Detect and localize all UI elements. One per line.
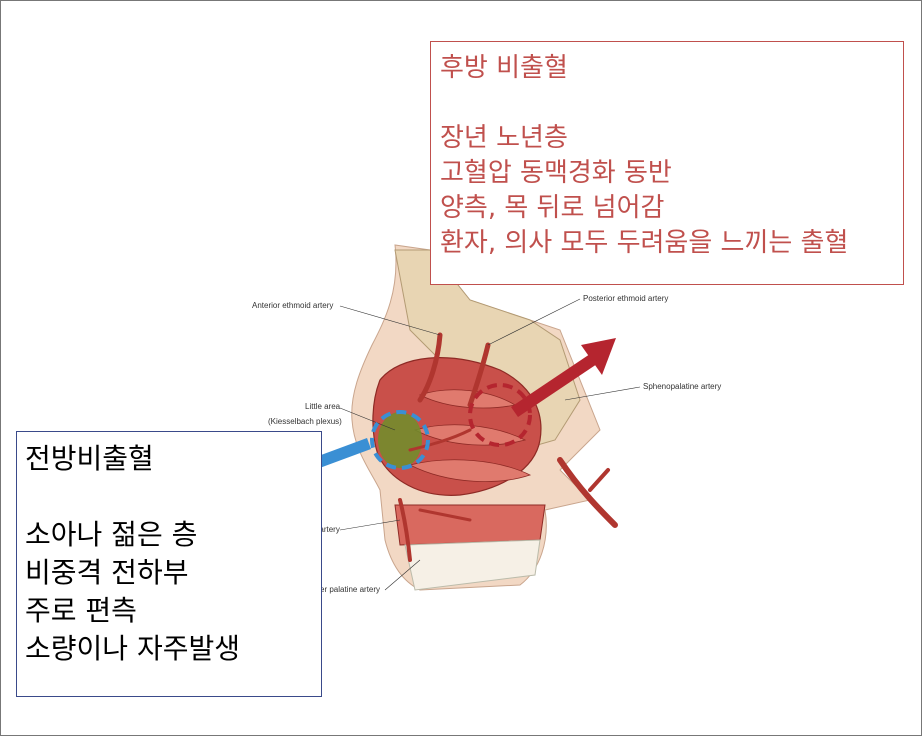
posterior-title: 후방 비출혈 — [440, 53, 568, 83]
kiesselbach-area — [378, 412, 422, 468]
label-posterior-ethmoid: Posterior ethmoid artery — [583, 294, 668, 303]
label-anterior-ethmoid: Anterior ethmoid artery — [252, 301, 333, 310]
sphenopalatine-branch — [588, 468, 610, 492]
septal-vessel — [408, 428, 472, 452]
sphenopalatine-vessel — [557, 457, 618, 528]
posterior-arrow — [511, 338, 616, 417]
label-greater-palatine: Greater palatine artery — [300, 585, 380, 594]
anterior-line-1: 소아나 젊은 층 — [25, 518, 198, 551]
posterior-line-2: 고혈압 동맥경화 동반 — [440, 158, 672, 188]
anterior-dashed-circle — [370, 410, 430, 470]
posterior-dashed-circle — [468, 383, 532, 447]
posterior-ethmoid-vessel — [467, 342, 491, 408]
anterior-line-4: 소량이나 자주발생 — [25, 632, 240, 665]
label-little-area: Little area — [305, 402, 341, 411]
palatine-vessel — [418, 508, 472, 522]
posterior-line-3: 양측, 목 뒤로 넘어감 — [440, 193, 665, 223]
posterior-epistaxis-box: 후방 비출혈 장년 노년층 고혈압 동맥경화 동반 양측, 목 뒤로 넘어감 환… — [430, 41, 904, 285]
label-kiesselbach: (Kiesselbach plexus) — [268, 417, 342, 426]
posterior-line-4: 환자, 의사 모두 두려움을 느끼는 출혈 — [440, 228, 849, 258]
anterior-line-2: 비중격 전하부 — [25, 556, 189, 589]
anterior-epistaxis-box: 전방비출혈 소아나 젊은 층 비중격 전하부 주로 편측 소량이나 자주발생 — [16, 431, 322, 697]
turbinate-lower — [408, 459, 532, 482]
anterior-title: 전방비출혈 — [25, 442, 154, 475]
label-sphenopalatine: Sphenopalatine artery — [643, 382, 721, 391]
posterior-line-1: 장년 노년층 — [440, 123, 568, 153]
arteries — [398, 332, 618, 562]
teeth — [404, 539, 541, 591]
anterior-ethmoid-vessel — [417, 332, 443, 403]
anterior-line-3: 주로 편측 — [25, 594, 137, 627]
palate — [394, 504, 546, 546]
labial-vessel — [398, 498, 412, 562]
leader-lines — [339, 298, 641, 591]
